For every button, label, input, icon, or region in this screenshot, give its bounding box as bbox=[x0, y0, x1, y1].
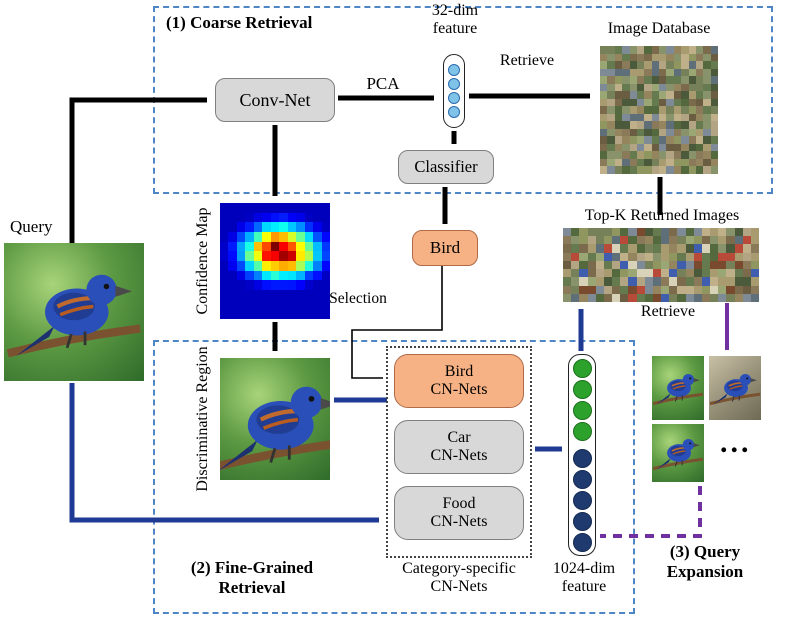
car-cnnets-node: Car CN-Nets bbox=[394, 420, 524, 474]
stage3-title-line2: Expansion bbox=[666, 561, 744, 581]
feature1024-label-line2: feature bbox=[561, 578, 607, 596]
stage3-title: (3) Query Expansion bbox=[630, 542, 780, 581]
selection-label: Selection bbox=[329, 290, 387, 307]
classifier-label: Classifier bbox=[414, 156, 478, 176]
stage3-title-line1: (3) Query bbox=[669, 542, 741, 561]
bird-class-label: Bird bbox=[429, 238, 461, 258]
retrieved-image-2 bbox=[709, 356, 761, 420]
food-cnnets-line1: Food bbox=[442, 495, 476, 513]
more-results-ellipsis: ... bbox=[720, 426, 752, 459]
retrieved-bird-icon-1 bbox=[652, 356, 704, 420]
bird-cnnets-line2: CN-Nets bbox=[430, 381, 488, 398]
query-image bbox=[4, 243, 144, 381]
topk-label: Top-K Returned Images bbox=[584, 207, 740, 224]
bird-cnnets-node: Bird CN-Nets bbox=[394, 354, 524, 408]
category-label: Category-specific CN-Nets bbox=[378, 560, 540, 597]
feature1024-label-line1: 1024-dim bbox=[552, 560, 616, 577]
image-database-label: Image Database bbox=[607, 20, 711, 37]
classifier-node: Classifier bbox=[398, 150, 494, 184]
conv-net-label: Conv-Net bbox=[239, 89, 311, 110]
discriminative-region-label: Discriminative Region bbox=[194, 346, 211, 492]
image-database-thumbnail bbox=[600, 46, 718, 174]
feature32-label-line1: 32-dim bbox=[431, 2, 479, 19]
stage2-title-line1: (2) Fine-Grained bbox=[190, 558, 314, 577]
bird-cnnets-line1: Bird bbox=[444, 363, 474, 381]
region-bird-icon bbox=[220, 358, 330, 480]
query-bird-icon bbox=[4, 243, 144, 381]
retrieve-top-label: Retrieve bbox=[499, 52, 555, 69]
topk-images-thumbnail bbox=[563, 228, 759, 302]
confidence-map-image bbox=[220, 203, 330, 319]
feature-vector-32-icon bbox=[443, 54, 465, 128]
bird-class-node: Bird bbox=[412, 230, 478, 266]
feature32-label-line2: feature bbox=[432, 20, 478, 38]
car-cnnets-line2: CN-Nets bbox=[430, 447, 488, 464]
category-cnnets-box bbox=[386, 346, 532, 558]
retrieved-image-3 bbox=[652, 424, 704, 482]
query-label: Query bbox=[10, 217, 53, 236]
conv-net-node: Conv-Net bbox=[215, 78, 335, 122]
confidence-map-label: Confidence Map bbox=[194, 207, 211, 315]
stage2-title: (2) Fine-Grained Retrieval bbox=[158, 558, 346, 597]
feature1024-label: 1024-dim feature bbox=[538, 560, 630, 597]
pca-label: PCA bbox=[366, 74, 400, 93]
feature-vector-1024-icon bbox=[568, 354, 596, 556]
category-label-line2: CN-Nets bbox=[430, 578, 488, 596]
car-cnnets-line1: Car bbox=[447, 429, 471, 447]
category-label-line1: Category-specific bbox=[402, 560, 516, 577]
stage1-title: (1) Coarse Retrieval bbox=[166, 13, 313, 32]
discriminative-region-image bbox=[220, 358, 330, 480]
stage2-title-line2: Retrieval bbox=[218, 577, 286, 597]
retrieve-right-label: Retrieve bbox=[640, 303, 696, 320]
food-cnnets-node: Food CN-Nets bbox=[394, 486, 524, 540]
feature32-label: 32-dim feature bbox=[412, 2, 498, 39]
food-cnnets-line2: CN-Nets bbox=[430, 513, 488, 530]
retrieved-image-1 bbox=[652, 356, 704, 420]
retrieved-bird-icon-2 bbox=[709, 356, 761, 420]
retrieved-bird-icon-3 bbox=[652, 424, 704, 482]
